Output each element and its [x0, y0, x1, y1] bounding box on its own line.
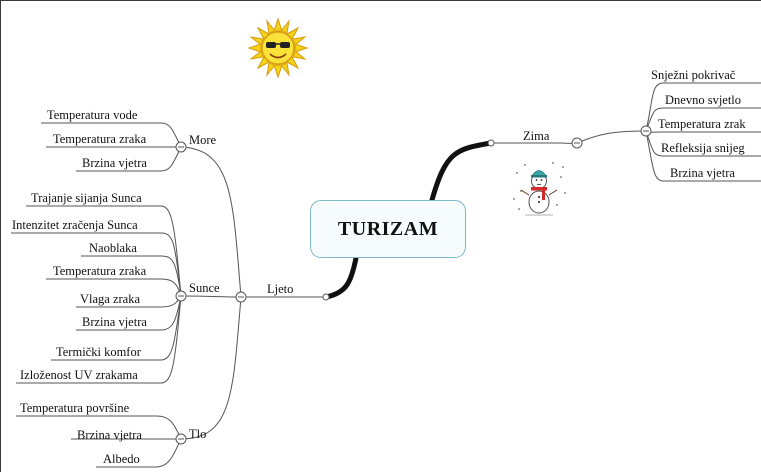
sunce-child-label[interactable]: Naoblaka	[89, 241, 137, 255]
ljeto-tlo-label[interactable]: Tlo	[189, 427, 206, 441]
tlo-child-label[interactable]: Brzina vjetra	[77, 428, 142, 442]
trunk-to-zima	[432, 143, 491, 200]
zima-child-label[interactable]: Snježni pokrivač	[651, 68, 735, 82]
more-child-label[interactable]: Temperatura zraka	[53, 132, 146, 146]
central-topic[interactable]: TURIZAM	[310, 200, 466, 258]
more-child-label[interactable]: Brzina vjetra	[82, 156, 147, 170]
ljeto-more-label[interactable]: More	[189, 133, 216, 147]
node-toggles	[176, 126, 651, 444]
sunce-child-label[interactable]: Temperatura zraka	[53, 264, 146, 278]
sunce-child-label[interactable]: Termički komfor	[56, 345, 141, 359]
sunce-child-label[interactable]: Intenzitet zračenja Sunca	[12, 218, 138, 232]
tlo-child-label[interactable]: Albedo	[103, 452, 140, 466]
zima-link	[577, 131, 646, 143]
zima-child-label[interactable]: Temperatura zrak	[658, 117, 746, 131]
more-child-label[interactable]: Temperatura vode	[47, 108, 137, 122]
zima-child-label[interactable]: Dnevno svjetlo	[665, 93, 741, 107]
zima-child-label[interactable]: Brzina vjetra	[670, 166, 735, 180]
trunk-to-ljeto	[326, 258, 356, 297]
ljeto-anchor	[323, 294, 329, 300]
ljeto-sunce-label[interactable]: Sunce	[189, 281, 220, 295]
zima-child-label[interactable]: Refleksija snijeg	[661, 141, 745, 155]
sunce-child-label[interactable]: Brzina vjetra	[82, 315, 147, 329]
zima-anchor	[488, 140, 494, 146]
branch-ljeto-label[interactable]: Ljeto	[267, 282, 293, 296]
branch-zima-label[interactable]: Zima	[523, 129, 549, 143]
tlo-child-label[interactable]: Temperatura površine	[20, 401, 129, 415]
toggle-minus-marks	[178, 131, 649, 439]
sunce-child-label[interactable]: Trajanje sijanja Sunca	[31, 191, 142, 205]
sunce-child-label[interactable]: Vlaga zraka	[80, 292, 140, 306]
sunce-child-label[interactable]: Izloženost UV zrakama	[20, 368, 138, 382]
sun-icon	[249, 19, 307, 77]
snowman-icon	[513, 162, 566, 215]
